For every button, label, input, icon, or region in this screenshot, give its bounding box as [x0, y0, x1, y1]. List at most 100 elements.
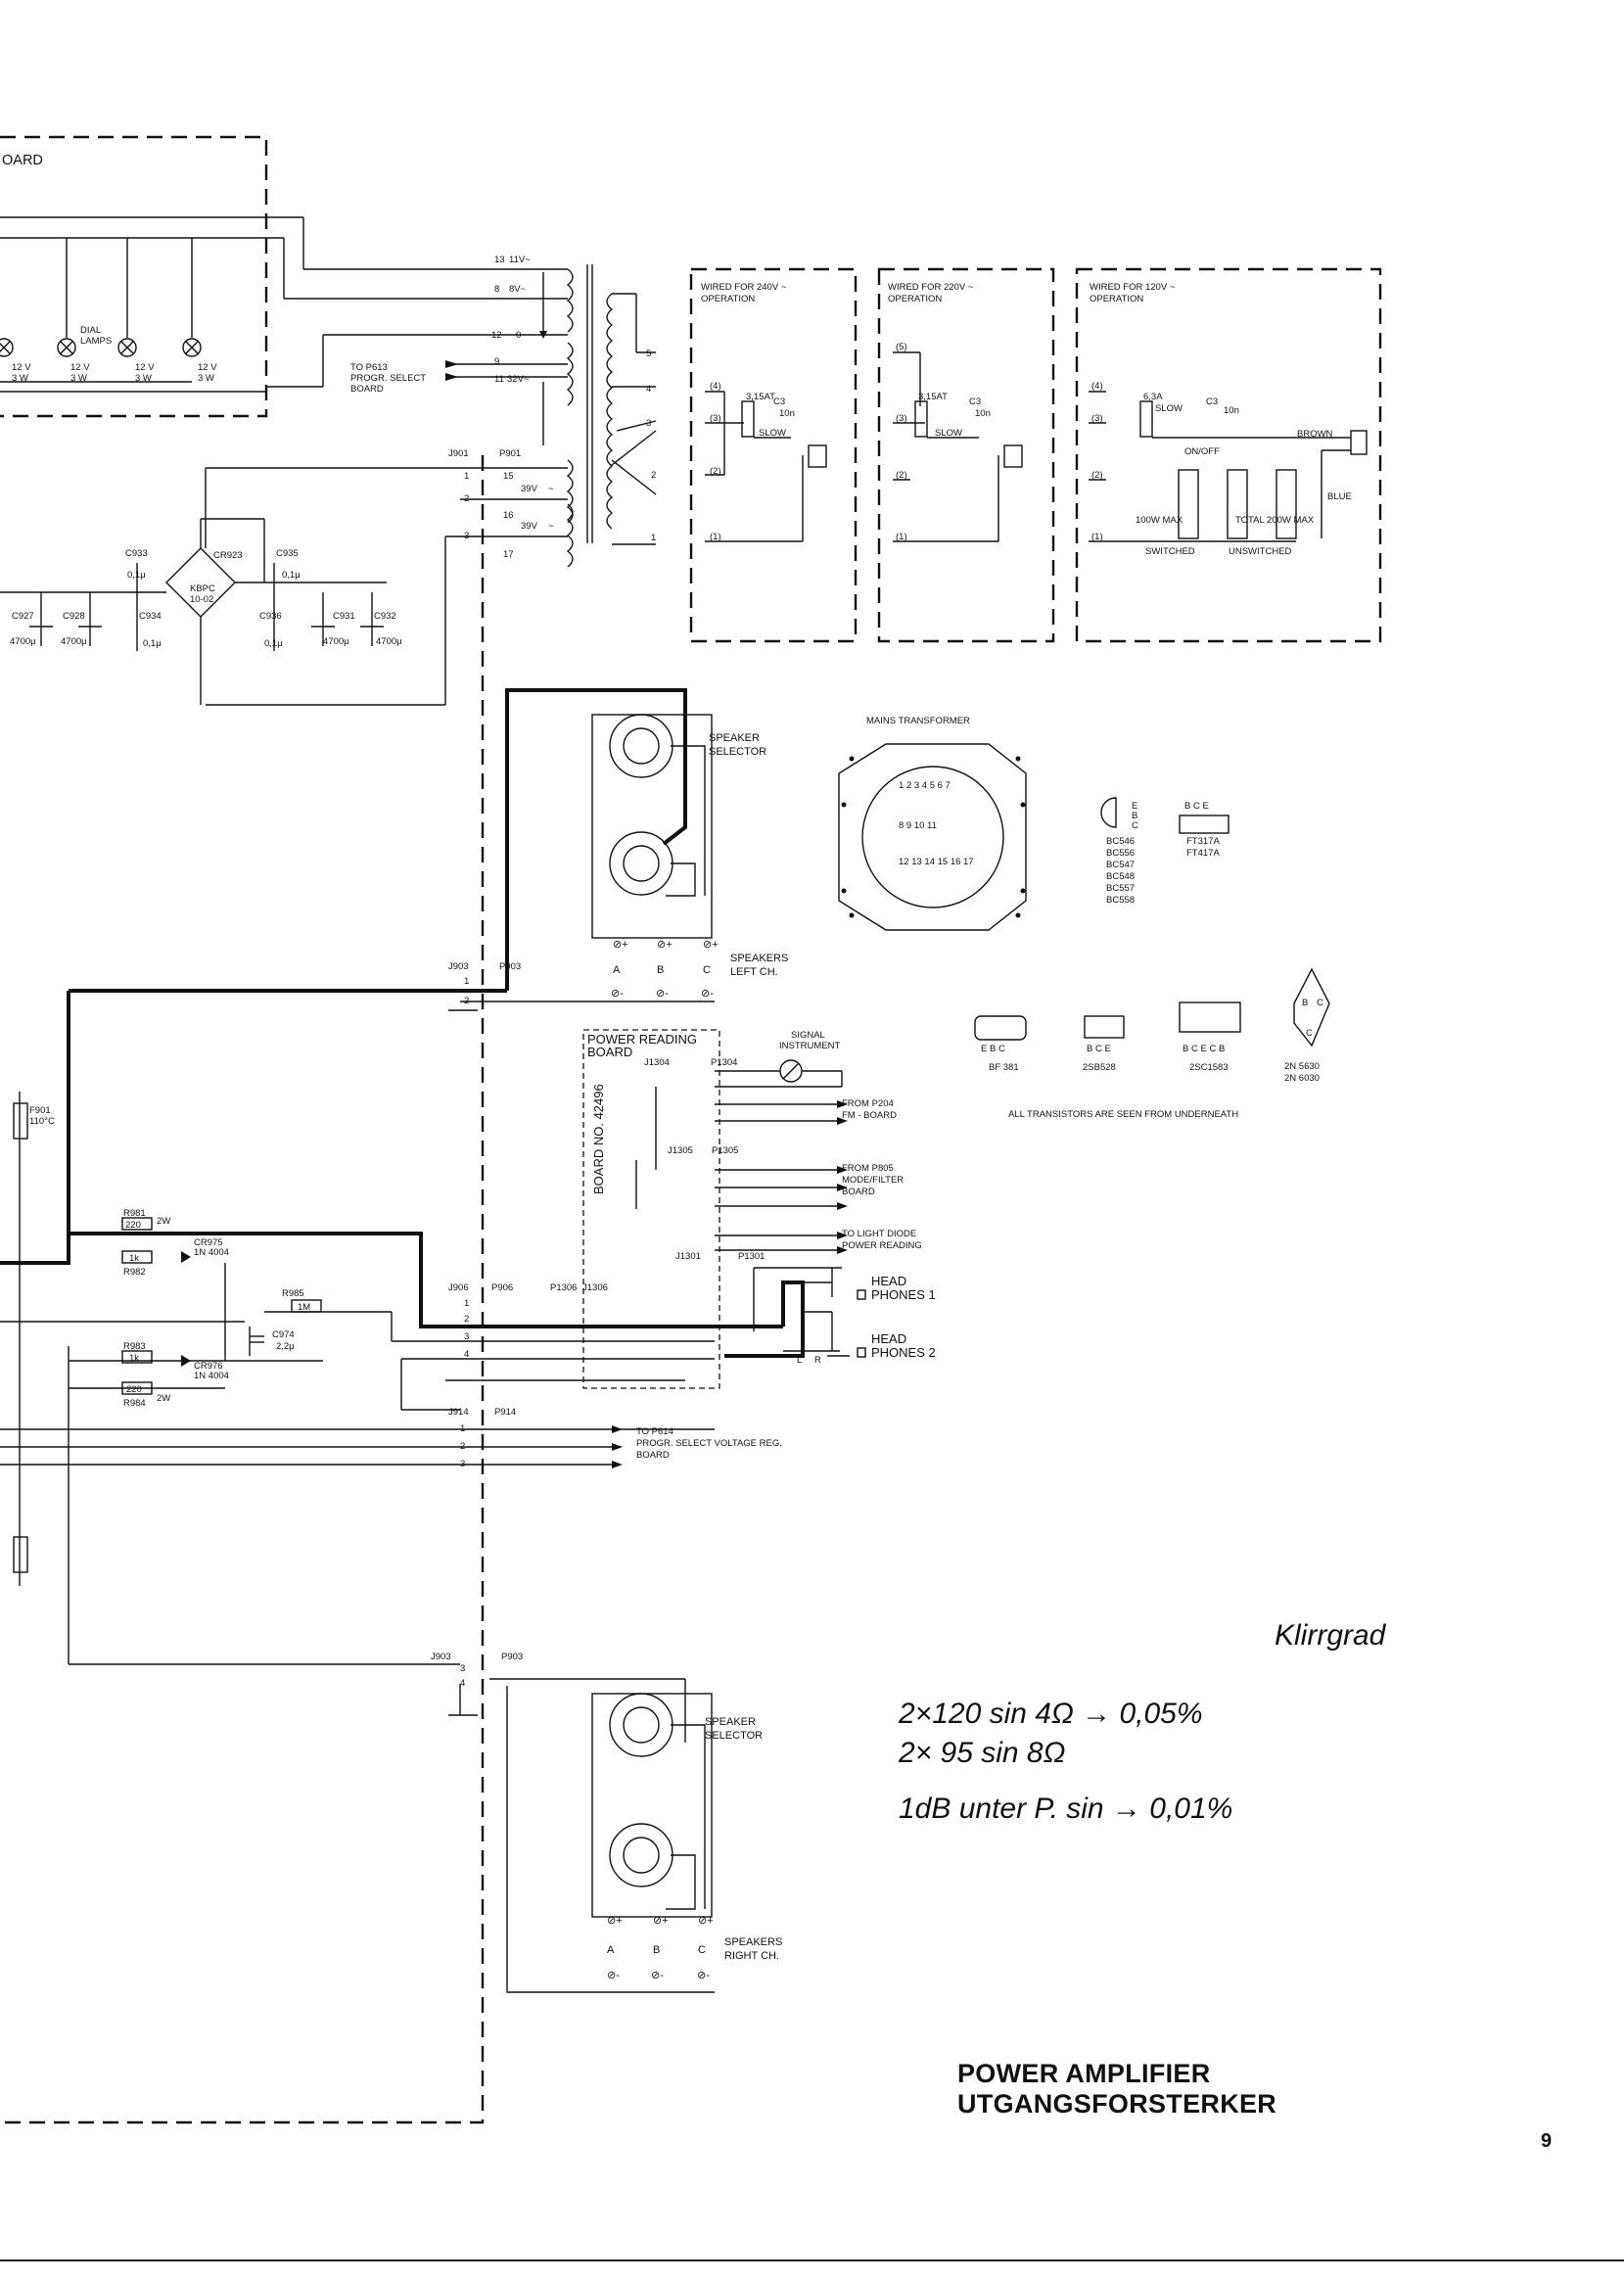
svg-text:OPERATION: OPERATION: [888, 294, 942, 304]
svg-text:J901: J901: [448, 448, 469, 459]
svg-text:C3: C3: [969, 396, 981, 407]
svg-text:2: 2: [464, 996, 469, 1006]
svg-text:B: B: [1302, 998, 1308, 1008]
svg-text:BC557: BC557: [1106, 883, 1135, 894]
lamp-icon: [0, 338, 14, 357]
page-title: POWER AMPLIFIER UTGANGSFORSTERKER: [957, 2059, 1276, 2119]
svg-text:(3): (3): [1091, 413, 1103, 424]
svg-text:(1): (1): [1091, 532, 1103, 542]
svg-text:KBPC: KBPC: [190, 583, 215, 594]
svg-text:C927: C927: [12, 611, 34, 622]
svg-text:SLOW: SLOW: [759, 428, 786, 439]
svg-text:BOARD NO. 42496: BOARD NO. 42496: [591, 1084, 606, 1194]
svg-text:R983: R983: [123, 1341, 146, 1352]
svg-text:12 V: 12 V: [12, 362, 31, 373]
svg-text:2W: 2W: [157, 1393, 170, 1404]
svg-text:SWITCHED: SWITCHED: [1145, 546, 1195, 557]
svg-text:10n: 10n: [1224, 405, 1239, 416]
svg-text:⊘-: ⊘-: [701, 988, 714, 1000]
svg-text:1: 1: [460, 1423, 465, 1434]
svg-text:BROWN: BROWN: [1297, 429, 1333, 440]
svg-text:⊘+: ⊘+: [698, 1915, 714, 1927]
svg-text:FT417A: FT417A: [1186, 848, 1220, 859]
svg-text:C: C: [1306, 1028, 1313, 1039]
svg-text:10n: 10n: [975, 408, 991, 419]
lamp-icon: [182, 338, 202, 357]
svg-text:C: C: [1317, 998, 1323, 1008]
svg-text:C934: C934: [139, 611, 162, 622]
svg-text:OPERATION: OPERATION: [701, 294, 755, 304]
svg-text:P1301: P1301: [738, 1251, 765, 1262]
svg-text:3: 3: [464, 531, 469, 541]
svg-text:WIRED FOR 240V ~: WIRED FOR 240V ~: [701, 282, 787, 293]
svg-text:P1306: P1306: [550, 1282, 577, 1293]
svg-text:1k: 1k: [129, 1253, 139, 1264]
svg-text:12 13 14 15 16 17: 12 13 14 15 16 17: [899, 857, 974, 867]
svg-text:J903: J903: [431, 1652, 451, 1662]
speaker-selector-right: J903 P903 3 4 SPEAKER SELECTOR ⊘+ ⊘+ ⊘+ …: [431, 1652, 782, 1993]
svg-text:12 V: 12 V: [70, 362, 90, 373]
svg-text:P903: P903: [501, 1652, 523, 1662]
svg-text:A: A: [607, 1944, 615, 1956]
svg-text:SPEAKERS: SPEAKERS: [730, 953, 788, 964]
svg-text:FT317A: FT317A: [1186, 836, 1220, 847]
svg-text:PROGR. SELECT VOLTAGE REG.: PROGR. SELECT VOLTAGE REG.: [636, 1438, 782, 1449]
svg-text:220: 220: [125, 1220, 141, 1231]
svg-text:0,1μ: 0,1μ: [282, 570, 301, 581]
svg-text:J1306: J1306: [582, 1282, 608, 1293]
svg-text:C974: C974: [272, 1329, 295, 1340]
svg-text:110°C: 110°C: [29, 1116, 55, 1127]
amplifier-board-outline: [0, 455, 485, 2124]
page-number: 9: [1541, 2130, 1553, 2152]
svg-text:2N 6030: 2N 6030: [1284, 1073, 1320, 1084]
bridge-rectifier: C933 0,1μ CR923 C935 0,1μ KBPC 10-02 C93…: [0, 518, 402, 705]
svg-text:1M: 1M: [298, 1302, 310, 1313]
svg-text:BOARD: BOARD: [636, 1450, 670, 1461]
svg-text:J914: J914: [448, 1407, 469, 1418]
svg-text:J903: J903: [448, 961, 469, 972]
speaker-selector-left: SPEAKER SELECTOR ⊘+ ⊘+ ⊘+ A B C ⊘- ⊘- ⊘-…: [69, 688, 788, 1011]
svg-text:⊘+: ⊘+: [613, 939, 628, 951]
svg-text:10n: 10n: [779, 408, 795, 419]
svg-text:1: 1: [464, 1298, 469, 1309]
svg-text:POWER READING: POWER READING: [587, 1032, 697, 1047]
svg-text:Klirrgrad: Klirrgrad: [1275, 1619, 1387, 1652]
svg-text:A: A: [613, 964, 621, 976]
svg-text:BOARD: BOARD: [350, 384, 384, 395]
svg-text:R982: R982: [123, 1267, 146, 1278]
svg-text:(5): (5): [896, 342, 907, 352]
board-label: OARD: [2, 153, 43, 168]
svg-text:(4): (4): [710, 381, 721, 392]
svg-text:LEFT CH.: LEFT CH.: [730, 966, 778, 978]
svg-text:E: E: [1132, 801, 1137, 812]
svg-text:3,15AT: 3,15AT: [746, 392, 775, 402]
power-reading-board: POWER READING BOARD BOARD NO. 42496 SIGN…: [550, 1029, 922, 1389]
svg-text:2W: 2W: [157, 1216, 170, 1227]
svg-text:BC547: BC547: [1106, 860, 1135, 870]
svg-text:INSTRUMENT: INSTRUMENT: [779, 1041, 840, 1051]
svg-text:C931: C931: [333, 611, 355, 622]
jack-icon: [857, 1347, 866, 1358]
svg-text:2×120 sin 4Ω → 0,05%: 2×120 sin 4Ω → 0,05%: [898, 1698, 1203, 1730]
svg-text:2: 2: [651, 470, 656, 481]
svg-text:4700μ: 4700μ: [323, 636, 349, 647]
title-english: POWER AMPLIFIER: [957, 2059, 1211, 2088]
svg-text:39V: 39V: [521, 521, 538, 532]
svg-text:3: 3: [460, 1663, 465, 1674]
svg-text:(4): (4): [1091, 381, 1103, 392]
svg-text:BC558: BC558: [1106, 895, 1135, 906]
svg-text:~: ~: [548, 484, 554, 494]
svg-text:OPERATION: OPERATION: [1090, 294, 1143, 304]
headphone-jacks: L R HEAD PHONES 1 HEAD PHONES 2: [753, 1267, 936, 1366]
bottom-rule: [0, 2259, 1624, 2261]
svg-text:1dB unter P. sin → 0,01%: 1dB unter P. sin → 0,01%: [899, 1793, 1232, 1825]
svg-text:PHONES 1: PHONES 1: [871, 1287, 936, 1302]
svg-text:RIGHT CH.: RIGHT CH.: [724, 1950, 779, 1962]
svg-text:8: 8: [494, 284, 499, 295]
svg-text:0: 0: [516, 330, 521, 341]
transistor-pinouts: E B C BC546 BC556 BC547 BC548 BC557 BC55…: [974, 797, 1330, 1120]
svg-text:B C E: B C E: [1184, 801, 1209, 812]
svg-text:UNSWITCHED: UNSWITCHED: [1229, 546, 1292, 557]
svg-text:39V: 39V: [521, 484, 538, 494]
